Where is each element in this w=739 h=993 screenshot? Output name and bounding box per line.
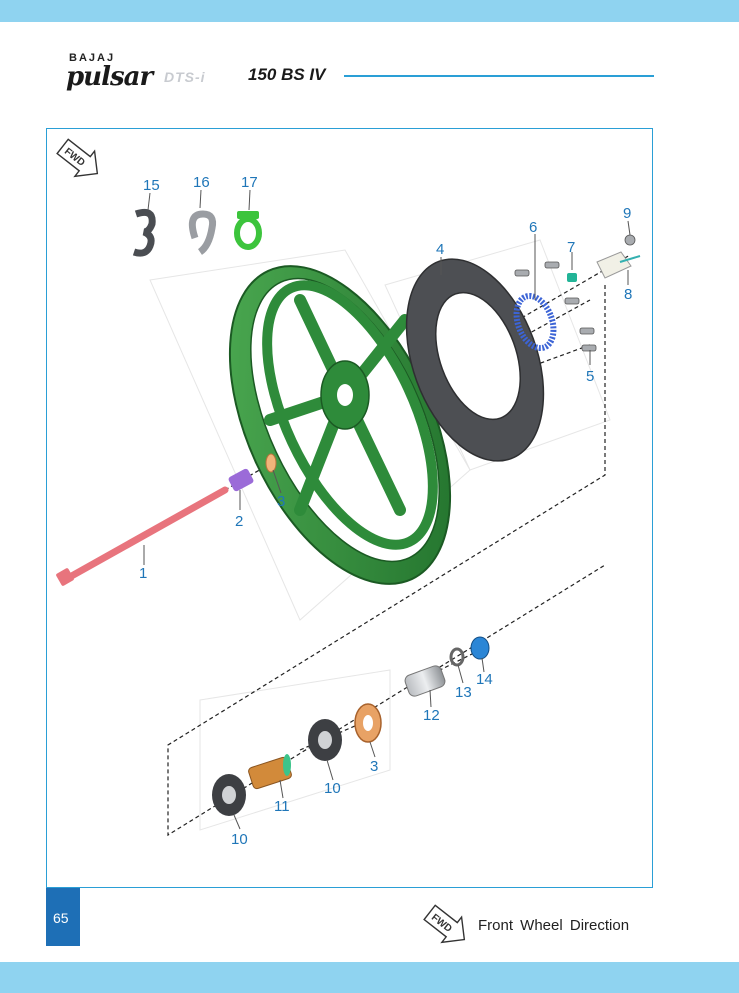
part-16-clip: [188, 210, 217, 255]
part-3-washer-upper: [265, 453, 277, 473]
bottom-band: [0, 962, 739, 993]
callout-14: 14: [476, 671, 493, 688]
callout-10-upper: 10: [324, 780, 341, 797]
callout-2: 2: [235, 513, 243, 530]
part-17-ring: [234, 211, 262, 250]
callout-numbers: 15 16 17 9 6 7 4 8 5 2 3 1 13 14 12 3 11…: [139, 174, 632, 848]
part-13-washer: [449, 647, 465, 667]
callout-5: 5: [586, 368, 594, 385]
callout-12: 12: [423, 707, 440, 724]
part-3-washer-lower: [354, 703, 382, 743]
legend-fwd-arrow-icon: FWD: [423, 904, 466, 944]
part-7-screw: [567, 273, 577, 282]
part-11-hub-sleeve: [248, 754, 292, 790]
callout-3-upper: 3: [277, 493, 285, 510]
legend-text: Front Wheel Direction: [478, 917, 630, 934]
callout-17: 17: [241, 174, 258, 191]
brand-model-script: pulsar: [66, 62, 153, 92]
top-band: [0, 0, 739, 22]
part-10-bearing-lower: [212, 774, 246, 816]
callout-11: 11: [274, 798, 290, 815]
callout-8: 8: [624, 286, 632, 303]
part-8-sensor: [596, 251, 641, 279]
brand-variant: DTS-i: [164, 69, 206, 85]
part-1-axle: [56, 486, 229, 586]
callout-15: 15: [143, 177, 160, 194]
part-12-spacer: [404, 665, 446, 697]
callout-6: 6: [529, 219, 537, 236]
part-6-tone-ring: [513, 292, 557, 352]
part-2-spacer: [228, 468, 254, 492]
diagram-frame: [46, 128, 653, 888]
leader-lines: [143, 189, 631, 830]
part-14-collar: [470, 636, 490, 660]
part-9-bolt: [624, 234, 636, 246]
brand-maker: BAJAJ: [69, 52, 116, 64]
callout-9: 9: [623, 205, 631, 222]
page-number-badge: 65: [46, 888, 80, 946]
brand-model-spec: 150 BS IV: [248, 65, 326, 84]
header-rule: [344, 75, 654, 77]
callout-16: 16: [193, 174, 210, 191]
callout-7: 7: [567, 239, 575, 256]
part-4-brake-disc: [405, 258, 545, 462]
brand-header: BAJAJ pulsar DTS-i 150 BS IV: [66, 52, 666, 96]
callout-4: 4: [436, 241, 444, 258]
callout-13: 13: [455, 684, 472, 701]
part-15-clip: [132, 208, 156, 257]
fwd-arrow-icon: FWD: [56, 138, 99, 178]
callout-3-lower: 3: [370, 758, 378, 775]
page-number: 65: [53, 910, 69, 926]
part-10-bearing-upper: [308, 719, 342, 761]
front-wheel-rim: [228, 265, 452, 585]
part-5-bolts: [514, 261, 597, 352]
callout-10-lower: 10: [231, 831, 248, 848]
callout-1: 1: [139, 565, 147, 582]
